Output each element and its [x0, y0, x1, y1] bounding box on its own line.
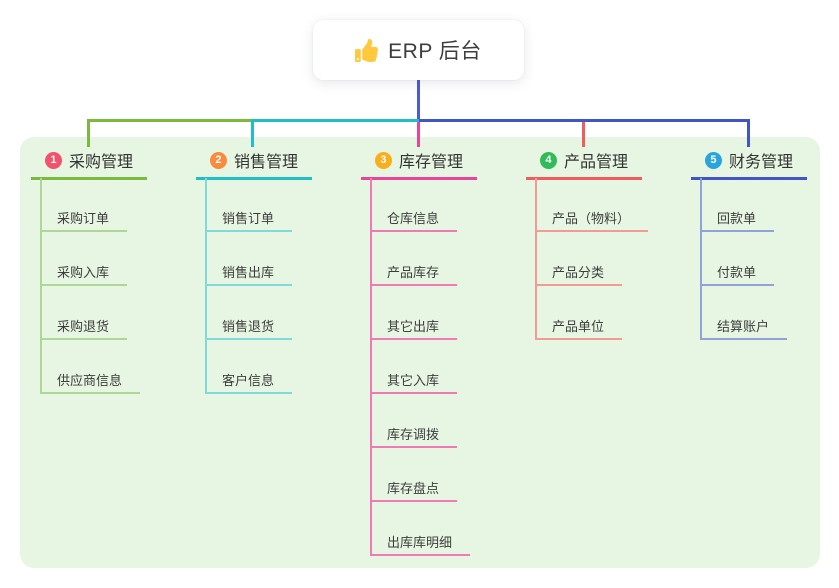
- child-node: 出库库明细: [372, 502, 471, 556]
- branch-node-4[interactable]: 4 产品管理: [526, 146, 642, 180]
- branch-label: 销售管理: [233, 154, 298, 171]
- branch-number-badge: 2: [209, 151, 227, 169]
- child-node-label[interactable]: 仓库信息: [372, 208, 458, 232]
- branch-children-2: 销售订单销售出库销售退货客户信息: [205, 178, 293, 394]
- branch-drop-line-4: [582, 122, 585, 147]
- child-node: 产品库存: [372, 232, 470, 286]
- child-node: 采购订单: [42, 178, 140, 232]
- branch-drop-line-1: [87, 119, 90, 147]
- branch-drop-line-3: [417, 122, 420, 147]
- child-node: 采购退货: [42, 286, 140, 340]
- child-node-label[interactable]: 采购订单: [42, 208, 128, 232]
- child-node-label[interactable]: 其它入库: [372, 370, 458, 394]
- branch-children-3: 仓库信息产品库存其它出库其它入库库存调拨库存盘点出库库明细: [370, 178, 471, 556]
- root-connector-line: [417, 80, 420, 119]
- child-node: 仓库信息: [372, 178, 470, 232]
- root-node[interactable]: ERP 后台: [313, 20, 524, 80]
- bus-segment-5: [419, 119, 750, 122]
- branches-panel: [20, 137, 820, 568]
- child-node-label[interactable]: 销售退货: [207, 316, 293, 340]
- branch-children-5: 回款单付款单结算账户: [700, 178, 788, 340]
- branch-label: 采购管理: [68, 154, 133, 171]
- branch-node-3[interactable]: 3 库存管理: [361, 146, 477, 180]
- child-node-label[interactable]: 销售出库: [207, 262, 293, 286]
- branch-drop-line-5: [747, 119, 750, 147]
- child-node-label[interactable]: 采购入库: [42, 262, 128, 286]
- child-node-label[interactable]: 产品分类: [537, 262, 623, 286]
- branch-node-5[interactable]: 5 财务管理: [691, 146, 807, 180]
- bus-segment-2: [251, 119, 420, 122]
- child-node-label[interactable]: 付款单: [702, 262, 775, 286]
- child-node-label[interactable]: 库存盘点: [372, 478, 458, 502]
- child-node: 回款单: [702, 178, 787, 232]
- branch-drop-line-2: [251, 119, 254, 147]
- branch-number-badge: 1: [44, 151, 62, 169]
- child-node-label[interactable]: 回款单: [702, 208, 775, 232]
- child-node: 产品（物料）: [537, 178, 649, 232]
- child-node-label[interactable]: 采购退货: [42, 316, 128, 340]
- branch-node-1[interactable]: 1 采购管理: [31, 146, 147, 180]
- child-node-label[interactable]: 结算账户: [702, 316, 788, 340]
- branch-children-1: 采购订单采购入库采购退货供应商信息: [40, 178, 141, 394]
- branch-label: 产品管理: [563, 154, 628, 171]
- child-node: 采购入库: [42, 232, 140, 286]
- child-node: 客户信息: [207, 340, 293, 394]
- child-node: 销售退货: [207, 286, 293, 340]
- branch-number-badge: 5: [704, 151, 722, 169]
- child-node-label[interactable]: 产品单位: [537, 316, 623, 340]
- branch-label: 库存管理: [398, 154, 463, 171]
- child-node: 结算账户: [702, 286, 788, 340]
- child-node: 销售订单: [207, 178, 293, 232]
- branch-node-2[interactable]: 2 销售管理: [196, 146, 312, 180]
- thumbs-up-icon: [355, 38, 379, 62]
- branch-number-badge: 4: [539, 151, 557, 169]
- branch-label: 财务管理: [728, 154, 793, 171]
- root-node-label: ERP 后台: [388, 40, 482, 63]
- child-node-label[interactable]: 客户信息: [207, 370, 293, 394]
- child-node: 其它出库: [372, 286, 470, 340]
- child-node-label[interactable]: 其它出库: [372, 316, 458, 340]
- child-node-label[interactable]: 产品（物料）: [537, 208, 649, 232]
- child-node-label[interactable]: 出库库明细: [372, 532, 471, 556]
- child-node: 其它入库: [372, 340, 470, 394]
- branch-children-4: 产品（物料） 产品分类产品单位: [535, 178, 649, 340]
- child-node: 供应商信息: [42, 340, 141, 394]
- branch-number-badge: 3: [374, 151, 392, 169]
- child-node-label[interactable]: 产品库存: [372, 262, 458, 286]
- child-node: 产品单位: [537, 286, 648, 340]
- child-node-label[interactable]: 供应商信息: [42, 370, 141, 394]
- child-node: 产品分类: [537, 232, 648, 286]
- child-node-label[interactable]: 库存调拨: [372, 424, 458, 448]
- child-node: 库存盘点: [372, 448, 470, 502]
- child-node: 付款单: [702, 232, 787, 286]
- child-node: 销售出库: [207, 232, 293, 286]
- child-node: 库存调拨: [372, 394, 470, 448]
- child-node-label[interactable]: 销售订单: [207, 208, 293, 232]
